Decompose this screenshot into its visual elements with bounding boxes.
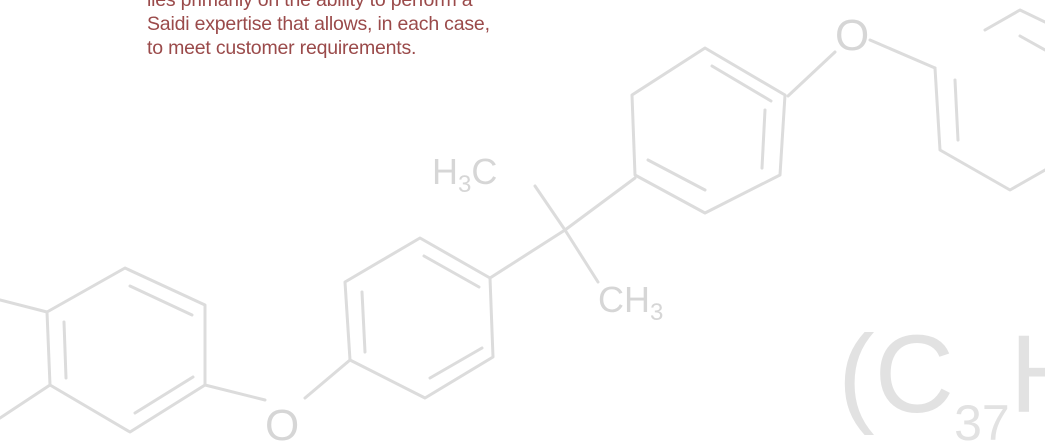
intro-paragraph: lies primarily on the ability to perform… bbox=[147, 0, 577, 60]
ether-bridge-top bbox=[786, 38, 937, 98]
polymer-formula-label: (C37H bbox=[838, 313, 1045, 448]
phenyl-ring-upper-middle bbox=[630, 46, 787, 215]
methyl-group-label-bottom: CH3 bbox=[598, 279, 663, 326]
oxygen-atom-label-top: O bbox=[835, 11, 869, 60]
methyl-group-label-top: H3C bbox=[432, 151, 497, 198]
intro-line-3: to meet customer requirements. bbox=[147, 37, 417, 59]
phenyl-ring-lower-middle bbox=[343, 236, 495, 400]
ether-bridge-bottom bbox=[203, 358, 352, 402]
intro-line-2: Saidi expertise that allows, in each cas… bbox=[147, 13, 490, 35]
phenyl-ring-top-right bbox=[933, 8, 1045, 192]
intro-line-1: lies primarily on the ability to perform… bbox=[147, 0, 473, 11]
phenyl-ring-lower-left bbox=[45, 266, 207, 434]
bonds-left-edge bbox=[0, 298, 52, 420]
oxygen-atom-label-bottom: O bbox=[265, 401, 299, 448]
quaternary-carbon-bonds bbox=[488, 176, 637, 284]
